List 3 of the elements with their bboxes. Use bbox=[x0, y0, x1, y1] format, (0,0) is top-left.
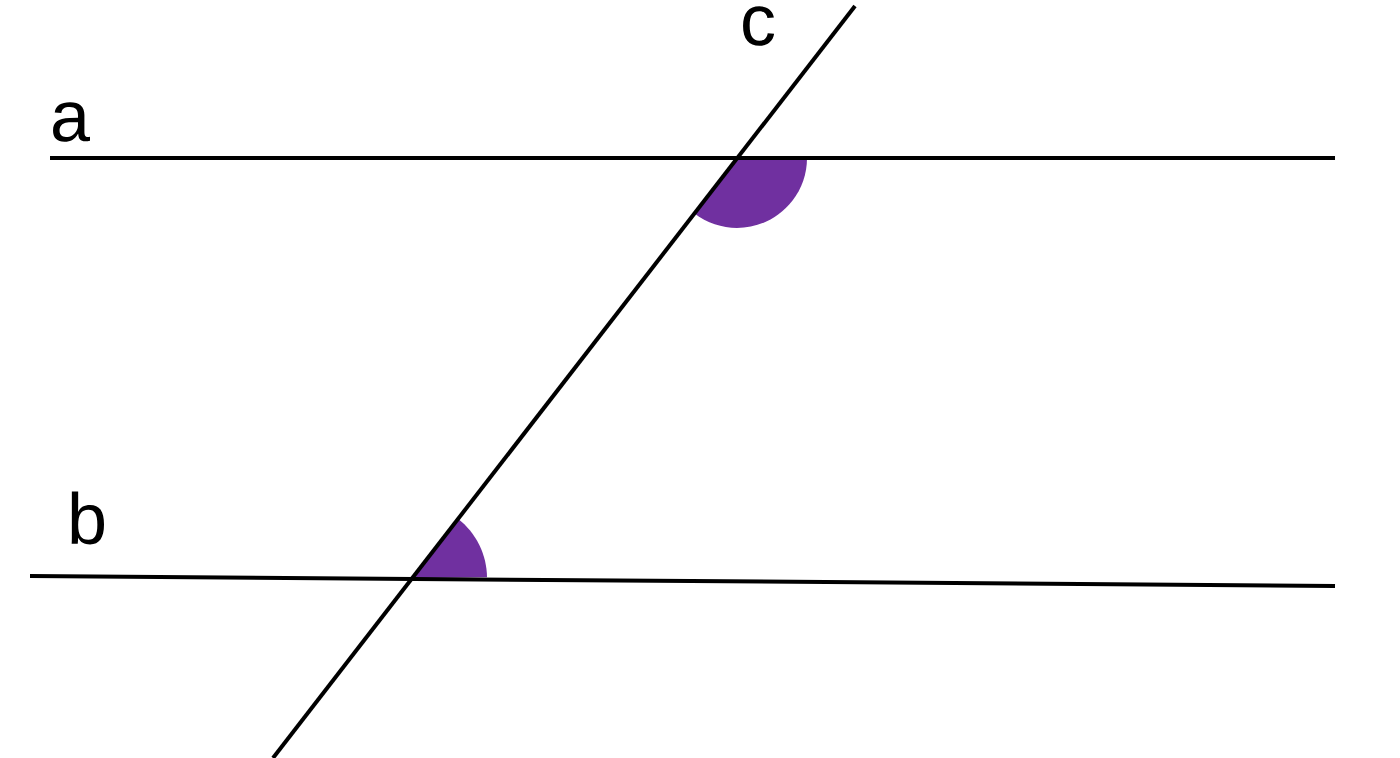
line-label: c bbox=[743, 6, 775, 46]
line-label: a bbox=[53, 102, 90, 142]
line-label: b bbox=[71, 491, 104, 545]
